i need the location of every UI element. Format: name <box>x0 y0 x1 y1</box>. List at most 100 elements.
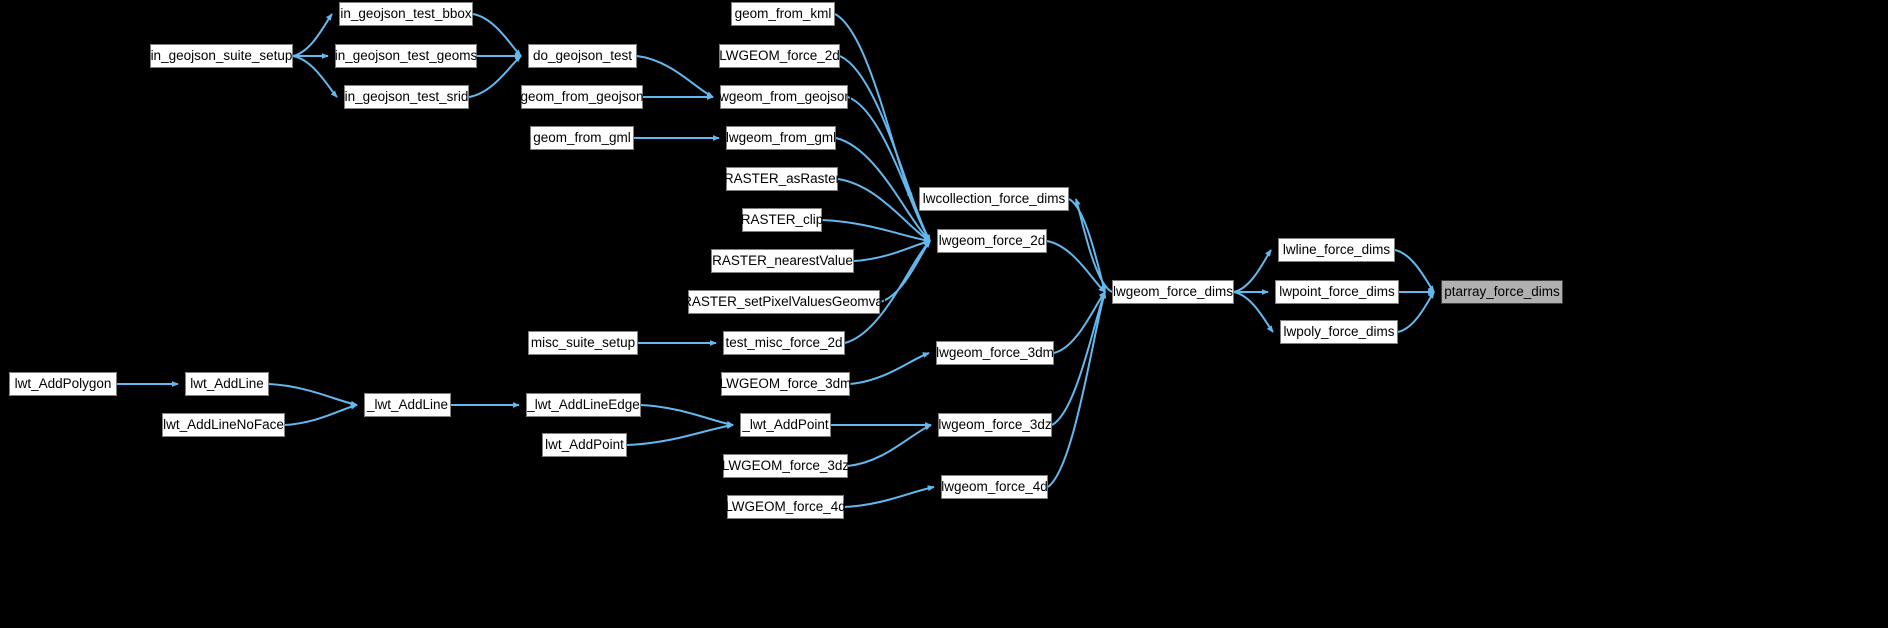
graph-node-LWGEOM_force_3dz[interactable]: LWGEOM_force_3dz <box>722 454 849 478</box>
graph-node-label: geom_from_geojson <box>520 89 644 105</box>
graph-node-_lwt_AddPoint[interactable]: _lwt_AddPoint <box>740 413 831 437</box>
graph-node-label: lwgeom_from_gml <box>725 130 837 146</box>
edge-RASTER_clip-to-lwgeom_force_2d <box>821 219 931 243</box>
edge-lwgeom_force_3dz-to-lwgeom_force_dims <box>1051 291 1106 426</box>
graph-node-geom_from_gml[interactable]: geom_from_gml <box>530 126 634 150</box>
graph-node-label: geom_from_kml <box>734 6 832 22</box>
edge-RASTER_setPixelValuesGeomval-to-lwgeom_force_2d <box>879 240 931 303</box>
graph-node-label: lwt_AddPolygon <box>14 376 112 392</box>
graph-node-lwgeom_force_3dm[interactable]: lwgeom_force_3dm <box>936 341 1054 365</box>
graph-node-label: ptarray_force_dims <box>1444 284 1560 300</box>
graph-node-label: lwgeom_from_geojson <box>716 89 852 105</box>
edge-lwt_AddLineNoFace-to-_lwt_AddLine <box>284 403 358 426</box>
graph-node-RASTER_nearestValue[interactable]: RASTER_nearestValue <box>711 249 854 273</box>
graph-node-lwgeom_force_dims[interactable]: lwgeom_force_dims <box>1112 280 1234 304</box>
edge-lwgeom_force_4d-to-lwgeom_force_dims <box>1047 291 1107 488</box>
graph-node-label: misc_suite_setup <box>530 335 636 351</box>
graph-node-lwgeom_from_geojson[interactable]: lwgeom_from_geojson <box>716 85 852 109</box>
graph-node-label: LWGEOM_force_4d <box>725 499 846 515</box>
edge-RASTER_asRaster-to-lwgeom_force_2d <box>837 178 931 242</box>
graph-node-label: _lwt_AddLine <box>366 397 449 413</box>
graph-node-in_geojson_test_srid[interactable]: in_geojson_test_srid <box>344 85 469 109</box>
graph-node-lwt_AddLineNoFace[interactable]: lwt_AddLineNoFace <box>162 413 285 437</box>
graph-node-geom_from_geojson[interactable]: geom_from_geojson <box>520 85 644 109</box>
edge-lwline_force_dims-to-ptarray_force_dims <box>1394 249 1435 293</box>
edge-LWGEOM_force_4d-to-lwgeom_force_4d <box>843 485 935 508</box>
graph-node-lwgeom_force_4d[interactable]: lwgeom_force_4d <box>941 475 1048 499</box>
edge-lwgeom_from_geojson-to-lwgeom_force_2d <box>847 96 931 242</box>
graph-node-lwt_AddLine[interactable]: lwt_AddLine <box>185 372 269 396</box>
graph-node-RASTER_setPixelValuesGeomval[interactable]: RASTER_setPixelValuesGeomval <box>682 290 886 314</box>
edge-in_geojson_suite_setup-to-in_geojson_test_bbox <box>292 13 333 57</box>
graph-node-in_geojson_suite_setup[interactable]: in_geojson_suite_setup <box>150 44 293 68</box>
edge-lwcollection_force_dims-to-lwgeom_force_dims <box>1068 198 1107 293</box>
graph-node-in_geojson_test_geoms[interactable]: in_geojson_test_geoms <box>335 44 477 68</box>
graph-node-label: lwt_AddLine <box>190 376 264 392</box>
graph-node-lwgeom_force_3dz[interactable]: lwgeom_force_3dz <box>938 413 1052 437</box>
graph-node-label: _lwt_AddPoint <box>742 417 829 433</box>
graph-node-label: in_geojson_test_srid <box>344 89 469 105</box>
edge-lwgeom_force_dims-to-lwcollection_force_dims <box>1074 198 1113 293</box>
graph-node-label: LWGEOM_force_2d <box>719 48 840 64</box>
graph-node-_lwt_AddLine[interactable]: _lwt_AddLine <box>364 393 451 417</box>
graph-node-label: RASTER_setPixelValuesGeomval <box>682 294 886 310</box>
edge-lwt_AddPoint-to-_lwt_AddPoint <box>626 423 734 446</box>
graph-node-label: RASTER_clip <box>740 212 824 228</box>
edge-lwpoly_force_dims-to-ptarray_force_dims <box>1397 291 1435 333</box>
graph-node-label: lwgeom_force_2d <box>938 233 1046 249</box>
graph-node-label: in_geojson_test_bbox <box>340 6 472 22</box>
graph-node-label: lwline_force_dims <box>1282 242 1391 258</box>
edge-lwgeom_from_gml-to-lwgeom_force_2d <box>835 137 931 242</box>
graph-node-label: lwcollection_force_dims <box>922 191 1066 207</box>
graph-node-label: in_geojson_test_geoms <box>334 48 478 64</box>
edge-RASTER_nearestValue-to-lwgeom_force_2d <box>853 239 931 262</box>
graph-node-lwgeom_from_gml[interactable]: lwgeom_from_gml <box>726 126 836 150</box>
graph-node-label: lwgeom_force_3dm <box>936 345 1054 361</box>
edge-lwgeom_force_dims-to-lwline_force_dims <box>1233 249 1272 293</box>
edge-lwt_AddLine-to-_lwt_AddLine <box>268 383 358 407</box>
graph-node-label: RASTER_nearestValue <box>712 253 853 269</box>
edge-_lwt_AddLineEdge-to-_lwt_AddPoint <box>640 404 734 427</box>
graph-node-LWGEOM_force_4d[interactable]: LWGEOM_force_4d <box>725 495 846 519</box>
graph-node-label: lwgeom_force_4d <box>941 479 1048 495</box>
graph-node-label: lwt_AddLineNoFace <box>163 417 284 433</box>
graph-node-label: LWGEOM_force_3dm <box>719 376 852 392</box>
graph-node-lwpoint_force_dims[interactable]: lwpoint_force_dims <box>1275 280 1399 304</box>
graph-node-label: _lwt_AddLineEdge <box>527 397 640 413</box>
graph-node-RASTER_clip[interactable]: RASTER_clip <box>741 208 823 232</box>
graph-node-label: RASTER_asRaster <box>723 171 841 187</box>
graph-node-label: lwgeom_force_dims <box>1112 284 1234 300</box>
graph-node-lwt_AddPoint[interactable]: lwt_AddPoint <box>542 433 627 457</box>
graph-node-label: lwt_AddPoint <box>545 437 624 453</box>
graph-node-label: LWGEOM_force_3dz <box>721 458 850 474</box>
edge-lwgeom_force_3dm-to-lwgeom_force_dims <box>1053 291 1106 354</box>
edge-lwgeom_force_dims-to-lwpoly_force_dims <box>1233 291 1274 333</box>
graph-node-label: geom_from_gml <box>533 130 631 146</box>
edge-LWGEOM_force_3dz-to-lwgeom_force_3dz <box>847 424 932 467</box>
graph-node-label: test_misc_force_2d <box>725 335 843 351</box>
graph-node-lwgeom_force_2d[interactable]: lwgeom_force_2d <box>937 229 1047 253</box>
graph-node-misc_suite_setup[interactable]: misc_suite_setup <box>528 331 638 355</box>
graph-node-label: do_geojson_test <box>532 48 633 64</box>
graph-node-label: lwgeom_force_3dz <box>938 417 1052 433</box>
graph-node-lwcollection_force_dims[interactable]: lwcollection_force_dims <box>919 187 1069 211</box>
graph-node-lwline_force_dims[interactable]: lwline_force_dims <box>1278 238 1395 262</box>
graph-node-LWGEOM_force_2d[interactable]: LWGEOM_force_2d <box>719 44 840 68</box>
graph-node-ptarray_force_dims[interactable]: ptarray_force_dims <box>1441 280 1563 304</box>
graph-node-do_geojson_test[interactable]: do_geojson_test <box>528 44 637 68</box>
graph-node-label: lwpoly_force_dims <box>1283 324 1395 340</box>
graph-node-label: in_geojson_suite_setup <box>150 48 293 64</box>
edge-lwgeom_force_2d-to-lwgeom_force_dims <box>1046 240 1106 293</box>
graph-node-test_misc_force_2d[interactable]: test_misc_force_2d <box>723 331 845 355</box>
graph-node-RASTER_asRaster[interactable]: RASTER_asRaster <box>724 167 840 191</box>
edge-LWGEOM_force_3dm-to-lwgeom_force_3dm <box>849 352 930 385</box>
graph-node-label: lwpoint_force_dims <box>1279 284 1395 300</box>
graph-node-_lwt_AddLineEdge[interactable]: _lwt_AddLineEdge <box>526 393 641 417</box>
graph-node-geom_from_kml[interactable]: geom_from_kml <box>731 2 835 26</box>
graph-node-in_geojson_test_bbox[interactable]: in_geojson_test_bbox <box>339 2 473 26</box>
graph-node-LWGEOM_force_3dm[interactable]: LWGEOM_force_3dm <box>720 372 851 396</box>
graph-node-lwpoly_force_dims[interactable]: lwpoly_force_dims <box>1280 320 1398 344</box>
graph-node-lwt_AddPolygon[interactable]: lwt_AddPolygon <box>9 372 117 396</box>
